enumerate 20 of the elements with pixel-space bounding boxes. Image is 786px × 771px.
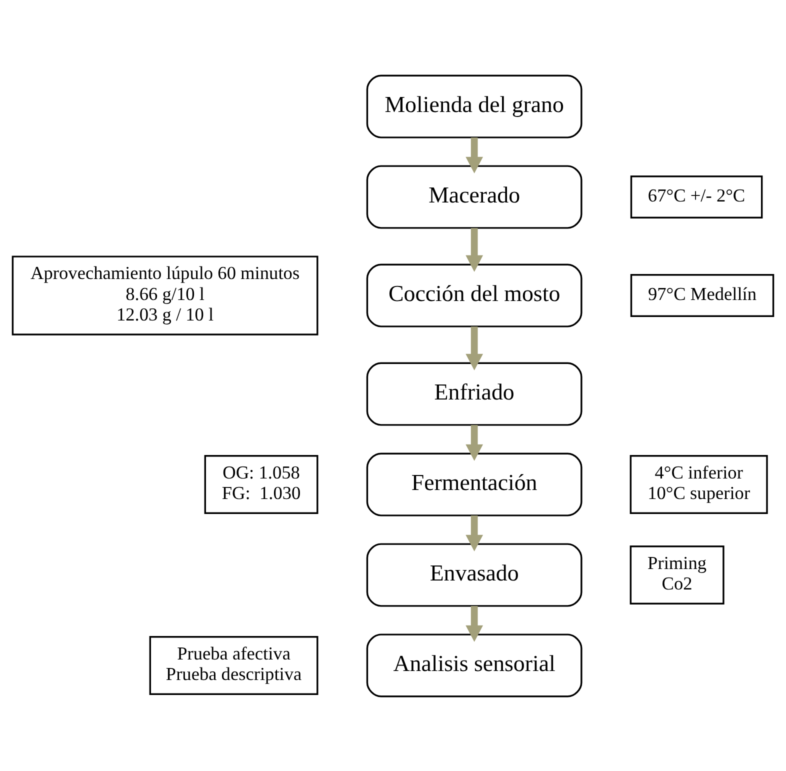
node-box: Priming Co2 bbox=[630, 545, 724, 604]
arrow bbox=[466, 326, 484, 370]
arrow bbox=[466, 424, 484, 460]
node-box: Macerado bbox=[366, 164, 582, 228]
arrow bbox=[466, 228, 484, 272]
node-box: 4°C inferior 10°C superior bbox=[630, 454, 768, 514]
arrow bbox=[466, 137, 484, 173]
node-box: Analisis sensorial bbox=[366, 633, 582, 697]
arrow bbox=[466, 515, 484, 551]
node-box: Aprovechamiento lúpulo 60 minutos 8.66 g/10 l 12.03 g / 10 l bbox=[12, 255, 318, 335]
node-box: Molienda del grano bbox=[366, 74, 582, 138]
node-box: 67°C +/- 2°C bbox=[630, 175, 763, 218]
node-box: 97°C Medellín bbox=[630, 274, 774, 316]
node-box: OG: 1.058 FG: 1.030 bbox=[204, 454, 318, 514]
node-box: Enfriado bbox=[366, 362, 582, 426]
node-box: Envasado bbox=[366, 542, 582, 606]
arrow bbox=[466, 606, 484, 642]
node-box: Cocción del mosto bbox=[366, 263, 582, 327]
node-box: Prueba afectiva Prueba descriptiva bbox=[149, 636, 318, 694]
node-box: Fermentación bbox=[366, 452, 582, 516]
